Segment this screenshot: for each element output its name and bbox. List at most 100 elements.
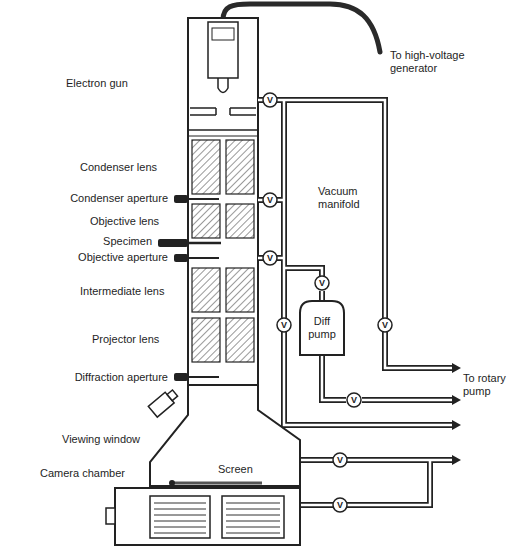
pipe-connector: [319, 291, 325, 300]
part-label: Specimen: [103, 235, 152, 248]
objective-lens-pole: [226, 204, 254, 238]
pipe-wall: [284, 268, 322, 276]
vacuum-valve: V: [332, 497, 348, 513]
vacuum-valve: V: [332, 452, 348, 468]
part-label: To rotary pump: [463, 372, 517, 398]
vacuum-valve: V: [314, 275, 330, 291]
aperture-strip: [188, 257, 219, 259]
pipe-connector-group: [322, 291, 323, 300]
gun-cathode: [208, 22, 238, 78]
valve-mark: V: [267, 254, 273, 263]
valve-circle: [263, 193, 277, 207]
pipe-bore: [322, 356, 346, 400]
valve-circle: [347, 393, 361, 407]
specimen-holder: [158, 239, 188, 247]
flow-arrowhead: [452, 395, 461, 405]
binocular-eyepiece: [167, 390, 178, 401]
gun-filament: [218, 78, 228, 93]
aperture-knob: [174, 373, 188, 381]
part-label: Intermediate lens: [80, 285, 164, 298]
condenser-lens-pole: [226, 140, 254, 194]
part-label: Condenser aperture: [70, 192, 168, 205]
aperture-strip: [188, 198, 219, 200]
part-label: Screen: [218, 463, 253, 476]
vacuum-valve: V: [276, 317, 292, 333]
projector-lens-pole: [192, 318, 220, 362]
pipe-bore: [362, 399, 452, 402]
valve-circle: [378, 318, 392, 332]
aperture-knob: [174, 195, 188, 203]
flow-arrowhead: [452, 420, 461, 430]
part-label: Projector lens: [92, 333, 159, 346]
camera-chamber-box: [115, 488, 300, 545]
valve-mark: V: [382, 321, 388, 330]
screen: [172, 482, 262, 485]
flow-arrowhead: [452, 363, 461, 373]
pump-body: [300, 301, 344, 355]
gun-divider: [188, 136, 258, 137]
valve-circle: [263, 93, 277, 107]
diffusion-pump: Diff pump: [299, 300, 345, 356]
pipe-connector-group: [322, 356, 346, 400]
viewing-chamber: [150, 385, 300, 486]
film-sheets: [154, 503, 206, 533]
valve-mark: V: [337, 501, 343, 510]
part-label: Diffraction aperture: [75, 371, 168, 384]
vacuum-valve: V: [262, 92, 278, 108]
projector-lens-pole: [226, 318, 254, 362]
intermediate-lens-pole: [192, 268, 220, 312]
valve-mark: V: [267, 196, 273, 205]
gun-cap: [212, 28, 234, 40]
pipe-bore: [284, 100, 452, 425]
pipe-wall: [284, 100, 452, 425]
part-label: Vacuum manifold: [318, 185, 380, 211]
part-label: Objective lens: [90, 215, 159, 228]
vacuum-valve: V: [262, 250, 278, 266]
pipe-wall: [258, 100, 452, 368]
valve-circle: [263, 251, 277, 265]
vacuum-valve: V: [262, 192, 278, 208]
part-label: Camera chamber: [40, 467, 125, 480]
film-sheets: [226, 503, 280, 533]
valve-circle: [333, 498, 347, 512]
pump-name: Diff pump: [303, 315, 341, 341]
part-label: Viewing window: [62, 433, 140, 446]
screen-pivot: [169, 480, 175, 486]
pipe-bore: [284, 268, 322, 276]
valve-mark: V: [337, 456, 343, 465]
pipe-bore: [258, 100, 452, 368]
column-housing: [188, 18, 258, 385]
condenser-lens-pole: [192, 140, 220, 194]
vacuum-valve: V: [346, 392, 362, 408]
part-label: Electron gun: [66, 77, 128, 90]
gun-divider: [188, 129, 258, 131]
specimen-rod: [188, 242, 221, 245]
pipe-connector: [322, 356, 346, 400]
anode-plate: [190, 108, 256, 115]
film-magazine: [150, 496, 210, 538]
part-label: Condenser lens: [80, 161, 157, 174]
pipe-bore: [300, 460, 430, 505]
valve-mark: V: [319, 279, 325, 288]
aperture-strip: [188, 376, 219, 378]
film-magazine: [222, 496, 284, 538]
valve-mark: V: [281, 321, 287, 330]
intermediate-lens-pole: [226, 268, 254, 312]
viewing-window-icon: [148, 388, 179, 417]
part-label: Objective aperture: [78, 251, 168, 264]
valve-circle: [315, 276, 329, 290]
pipe-wall: [300, 460, 430, 505]
objective-lens-pole: [192, 204, 220, 238]
camera-knob: [106, 508, 115, 524]
valve-circle: [277, 318, 291, 332]
pipe-bore: [321, 291, 324, 300]
pipe-wall: [362, 397, 452, 403]
flow-arrowhead: [452, 455, 461, 465]
part-label: To high-voltage generator: [390, 49, 495, 75]
vacuum-valve: V: [377, 317, 393, 333]
valve-circle: [333, 453, 347, 467]
valve-mark: V: [351, 396, 357, 405]
aperture-knob: [174, 254, 188, 262]
valve-mark: V: [267, 96, 273, 105]
